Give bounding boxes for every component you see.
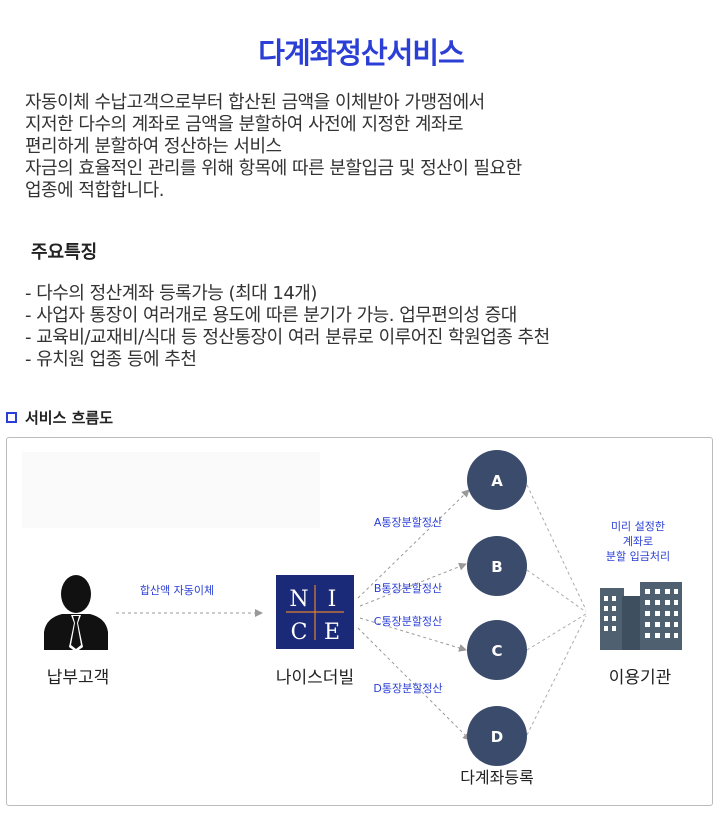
transfer-label: 합산액 자동이체	[140, 584, 214, 597]
org-note-line: 계좌로	[623, 535, 653, 548]
logo-letter: E	[324, 620, 340, 645]
nice-logo: N I C E	[276, 575, 354, 649]
feature-item: - 교육비/교재비/식대 등 정산통장이 여러 분류로 이루어진 학원업종 추천	[25, 327, 550, 348]
features-heading: 주요특징	[31, 242, 98, 263]
split-label-a: A통장분할정산	[374, 516, 442, 529]
node-label: D	[491, 728, 503, 746]
logo-letter: C	[291, 620, 308, 645]
connector-line	[526, 615, 587, 736]
split-arrow-b	[359, 562, 467, 607]
feature-item: - 유치원 업종 등에 추천	[25, 349, 197, 370]
description-line: 자동이체 수납고객으로부터 합산된 금액을 이체받아 가맹점에서	[25, 92, 485, 113]
logo-letter: I	[328, 587, 337, 612]
customer-label: 납부고객	[47, 668, 110, 688]
connector-line	[526, 613, 587, 651]
features-list: - 다수의 정산계좌 등록가능 (최대 14개) - 사업자 통장이 여러개로 …	[25, 283, 715, 371]
split-label-c: C통장분할정산	[374, 615, 442, 628]
connector-line	[526, 569, 587, 613]
description-line: 업종에 적합합니다.	[25, 180, 164, 201]
node-label: B	[491, 558, 502, 576]
org-note-line: 분할 입금처리	[606, 550, 670, 563]
node-b: B	[467, 536, 527, 596]
node-c: C	[467, 620, 527, 680]
nice-label: 나이스더빌	[276, 668, 354, 688]
split-arrow-d	[357, 627, 471, 741]
square-bullet-icon	[6, 412, 17, 423]
description-line: 지저한 다수의 계좌로 금액을 분할하여 사전에 지정한 계좌로	[25, 114, 464, 135]
feature-item: - 다수의 정산계좌 등록가능 (최대 14개)	[25, 283, 317, 304]
description-line: 편리하게 분할하여 정산하는 서비스	[25, 136, 282, 157]
service-description: 자동이체 수납고객으로부터 합산된 금액을 이체받아 가맹점에서 지저한 다수의…	[25, 92, 705, 202]
flow-heading-text: 서비스 흐름도	[25, 409, 114, 427]
split-arrow-a	[357, 489, 470, 599]
node-a: A	[467, 450, 527, 510]
split-label-d: D통장분할정산	[373, 682, 442, 695]
logo-letter: N	[289, 587, 308, 612]
node-label: A	[491, 472, 503, 490]
split-label-b: B통장분할정산	[374, 582, 442, 595]
building-icon	[600, 582, 682, 650]
blank-area	[22, 452, 320, 528]
node-d: D	[467, 706, 527, 766]
person-icon	[44, 575, 108, 652]
org-label: 이용기관	[609, 668, 672, 688]
description-line: 자금의 효율적인 관리를 위해 항목에 따른 분할입금 및 정산이 필요한	[25, 158, 522, 179]
node-label: C	[491, 642, 502, 660]
feature-item: - 사업자 통장이 여러개로 용도에 따른 분기가 가능. 업무편의성 증대	[25, 305, 517, 326]
connector-line	[526, 484, 587, 611]
page-title: 다계좌정산서비스	[258, 36, 464, 70]
split-arrow-c	[359, 617, 467, 652]
flow-heading: 서비스 흐름도	[6, 407, 113, 428]
multi-account-label: 다계좌등록	[460, 768, 534, 787]
org-note-line: 미리 설정한	[611, 520, 665, 533]
